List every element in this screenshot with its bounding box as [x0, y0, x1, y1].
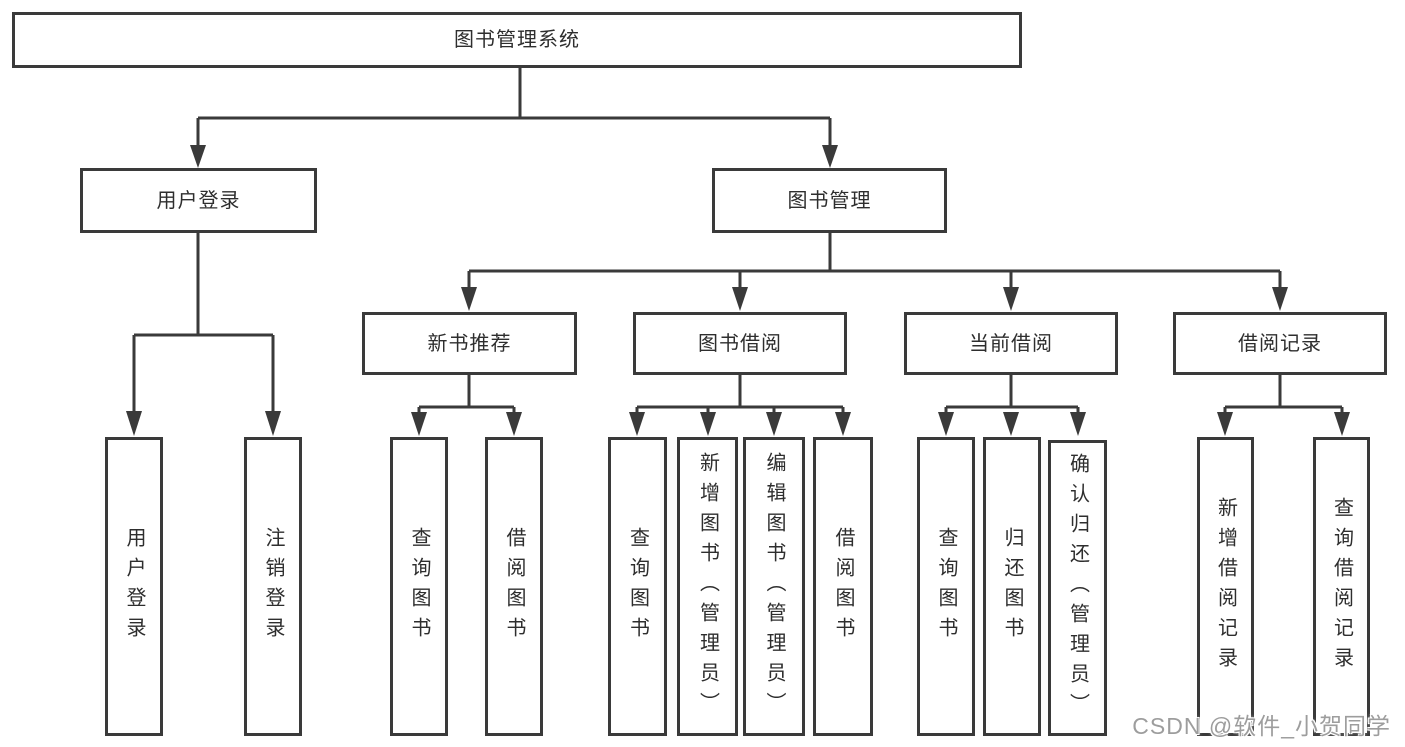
node-user-login-group: 用户登录 [80, 168, 317, 233]
connector-userlogin-to-leaves [126, 233, 281, 436]
connector-records-to-leaves [1217, 375, 1350, 436]
leaf-borrow-query-book: 查询图书 [608, 437, 667, 736]
node-root: 图书管理系统 [12, 12, 1022, 68]
connector-recommend-to-leaves [411, 375, 522, 436]
node-new-book-recommend: 新书推荐 [362, 312, 577, 375]
leaf-recommend-borrow-book: 借阅图书 [485, 437, 543, 736]
leaf-records-add-record: 新增借阅记录 [1197, 437, 1254, 736]
leaf-borrow-edit-book: 编辑图书（管理员） [743, 437, 805, 736]
node-current-borrow: 当前借阅 [904, 312, 1118, 375]
node-borrow-records: 借阅记录 [1173, 312, 1387, 375]
leaf-borrow-add-book: 新增图书（管理员） [677, 437, 738, 736]
connector-bookmgmt-to-level3 [461, 233, 1288, 311]
leaf-recommend-query-book: 查询图书 [390, 437, 448, 736]
watermark: CSDN @软件_小贺同学 [1132, 713, 1391, 739]
leaf-user-login: 用户登录 [105, 437, 163, 736]
leaf-current-confirm-return: 确认归还（管理员） [1048, 440, 1107, 736]
leaf-current-query-book: 查询图书 [917, 437, 975, 736]
leaf-borrow-borrow-book: 借阅图书 [813, 437, 873, 736]
connector-current-to-leaves [938, 375, 1086, 436]
leaf-current-return-book: 归还图书 [983, 437, 1041, 736]
leaf-logout: 注销登录 [244, 437, 302, 736]
connector-root-to-level2 [190, 68, 838, 168]
node-book-borrow: 图书借阅 [633, 312, 847, 375]
leaf-records-query-record: 查询借阅记录 [1313, 437, 1370, 736]
connector-borrow-to-leaves [629, 375, 851, 436]
node-book-management: 图书管理 [712, 168, 947, 233]
